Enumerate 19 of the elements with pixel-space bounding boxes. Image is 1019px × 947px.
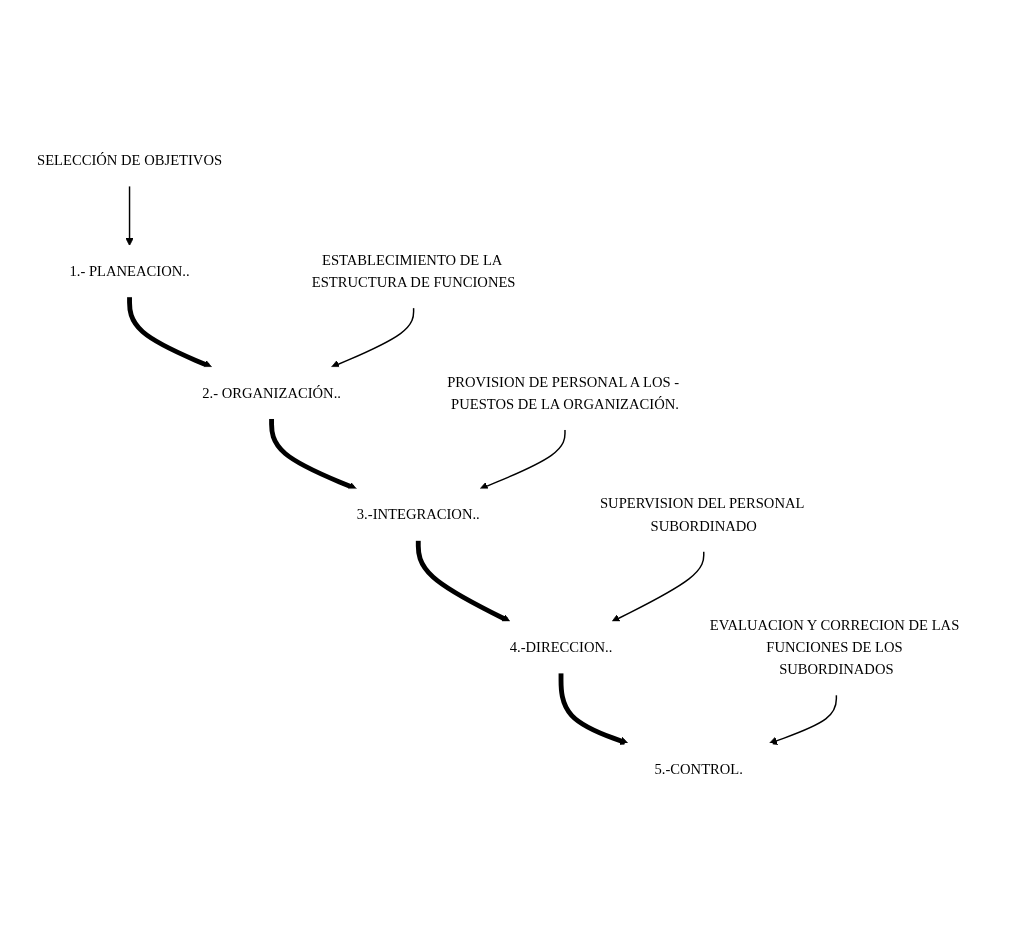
- arrow: [127, 297, 213, 369]
- node-text: 3.-INTEGRACION..: [356, 506, 480, 523]
- node-text: ESTABLECIMIENTO DE LA ESTRUCTURA DE FUNCIONES: [311, 252, 516, 290]
- node-text: SELECCIÓN DE OBJETIVOS: [37, 152, 223, 169]
- arrow: [125, 185, 134, 247]
- arrow: [415, 540, 511, 623]
- arrow: [479, 428, 566, 491]
- arrow: [330, 307, 415, 369]
- node-text: 5.-CONTROL.: [654, 761, 743, 777]
- arrow: [269, 418, 358, 491]
- node-text: 1.- PLANEACION..: [69, 263, 190, 279]
- node-text: 4.-DIRECCION..: [509, 639, 613, 656]
- arrow: [611, 550, 705, 623]
- node-text: SUPERVISION DEL PERSONAL SUBORDINADO: [599, 495, 804, 534]
- arrow: [768, 694, 838, 746]
- arrow: [558, 673, 629, 746]
- node-text: PROVISION DE PERSONAL A LOS - PUESTOS DE LA ORGANIZACIÓN.: [447, 374, 680, 412]
- node-text: 2.- ORGANIZACIÓN..: [202, 385, 341, 401]
- node-text: EVALUACION Y CORRECION DE LAS FUNCIONES DE LOS SUBORDINADOS: [709, 617, 960, 678]
